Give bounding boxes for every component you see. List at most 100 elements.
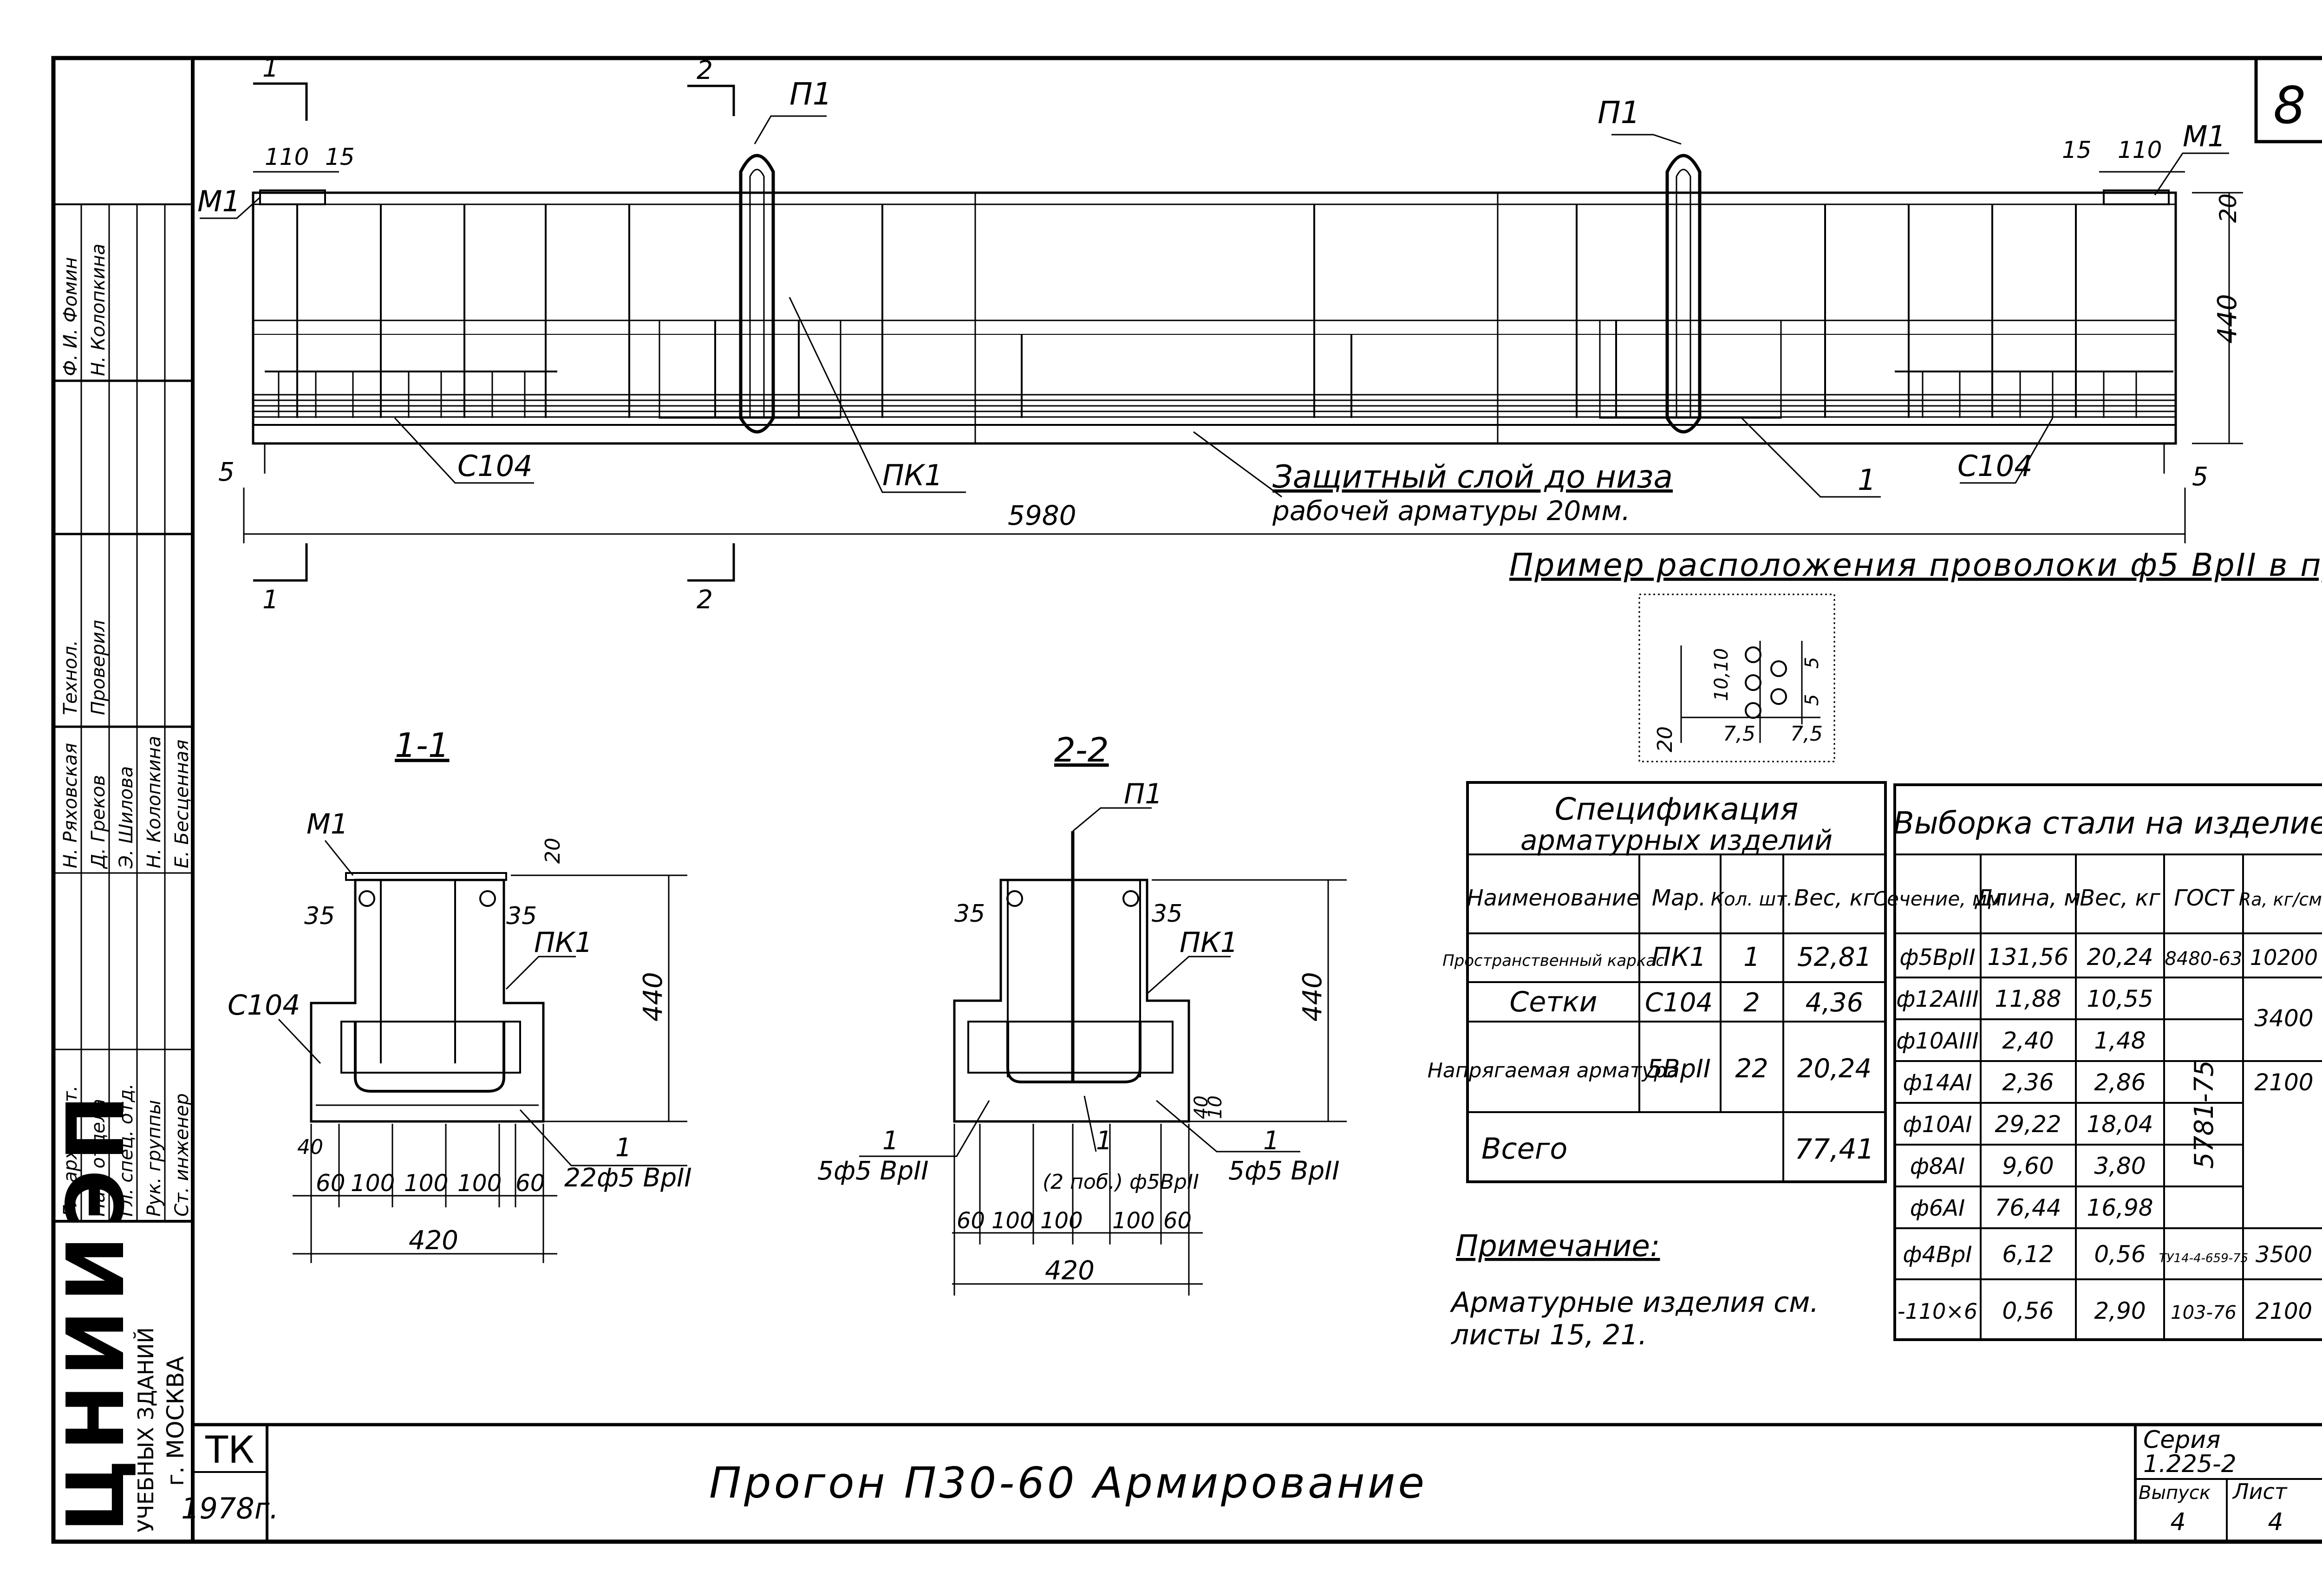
steel-header-gost: ГОСТ [2174, 885, 2235, 911]
bundle-dim-7-5a: 7,5 [1723, 722, 1755, 746]
cut1-top-label: 1 [262, 53, 279, 83]
sheet-value: 4 [2268, 1508, 2283, 1536]
spec-header-qty: Кол. шт. [1711, 889, 1793, 910]
section2-bar-mid-desc: (2 поб.) ф5ВрII [1043, 1170, 1199, 1194]
section2-dim-35-left: 35 [954, 900, 985, 928]
steel-r7-length: 76,44 [1995, 1194, 2061, 1221]
dim-right-110: 110 [2118, 137, 2162, 163]
beam-elevation [252, 154, 2177, 474]
left-stamp-text: ЦНИИЭП УЧЕБНЫХ ЗДАНИЙ г. МОСКВА Гл. арх.… [50, 244, 193, 1532]
section1-dim-b3: 100 [404, 1170, 448, 1197]
section2-dim-b1: 60 [957, 1208, 985, 1234]
section1-m1: М1 [307, 808, 348, 840]
dim-length-5980: 5980 [1008, 500, 1076, 531]
section2-dim-width: 420 [1045, 1256, 1095, 1286]
spec-r1-weight: 52,81 [1797, 942, 1872, 972]
stamp-role-3: Гл. спец. отд. [116, 1083, 137, 1217]
section2-bar-left-desc: 5ф5 ВрII [817, 1156, 929, 1186]
bar1-label: 1 [1858, 463, 1876, 497]
steel-ra-2100b: 2100 [2256, 1298, 2312, 1324]
stamp-name-1: Н. Ряховская [60, 743, 81, 868]
cut1-bottom-label: 1 [262, 585, 279, 614]
stamp-role-2: Нач. отдела [88, 1099, 109, 1217]
spec-r3-name: Напрягаемая арматура [1428, 1059, 1680, 1082]
section1-dim-40: 40 [297, 1135, 323, 1159]
section1-pk1: ПК1 [534, 926, 593, 959]
steel-r1-length: 131,56 [1988, 944, 2069, 971]
steel-r7-section: ф6АI [1910, 1195, 1965, 1221]
section2-title: 2-2 [1054, 730, 1109, 769]
steel-r5-section: ф10АI [1903, 1112, 1972, 1138]
elevation-leaders [200, 115, 2229, 498]
left-stamp [53, 203, 193, 1223]
steel-r9-weight: 2,90 [2094, 1297, 2146, 1324]
steel-ra-3500: 3500 [2256, 1242, 2312, 1268]
steel-r3-section: ф10АIII [1896, 1028, 1978, 1054]
spec-r3-qty: 22 [1735, 1054, 1768, 1084]
stamp-tech-label: Технол. [60, 640, 81, 715]
section2-dim-40: 40 [1191, 1095, 1212, 1119]
section1-dim-35-left: 35 [304, 902, 335, 930]
spec-header-weight: Вес, кг [1794, 885, 1875, 911]
bundle-dim-5a: 5 [1801, 657, 1823, 669]
spec-r2-mark: С104 [1645, 988, 1713, 1018]
dim-top-20: 20 [2215, 193, 2242, 223]
outer-frame [51, 56, 2322, 1544]
stamp-checked-label: Проверил [88, 620, 109, 715]
bundle-dim-7-5b: 7,5 [1790, 722, 1823, 746]
stamp-name-2: Д. Греков [88, 775, 109, 869]
steel-r4-section: ф14АI [1903, 1070, 1972, 1096]
note-line-1: Арматурные изделия см. [1449, 1286, 1819, 1319]
steel-r2-section: ф12АIII [1896, 986, 1978, 1012]
section1-dim-width: 420 [409, 1225, 458, 1256]
section1-dimensions [278, 840, 687, 1263]
steel-r5-weight: 18,04 [2087, 1111, 2153, 1138]
cut2-top-label: 2 [697, 55, 713, 85]
org-subtitle: УЧЕБНЫХ ЗДАНИЙ [133, 1327, 158, 1532]
spec-r2-qty: 2 [1743, 988, 1760, 1018]
section2-bar-right-desc: 5ф5 ВрII [1228, 1156, 1340, 1186]
corner-sheet-number: 8 [2273, 76, 2306, 135]
c104-right-label: С104 [1957, 449, 2033, 483]
sheet-title: Прогон П30-60 Армирование [709, 1458, 1427, 1508]
section1-bar-desc: 22ф5 ВрII [564, 1163, 692, 1192]
steel-header-ra: Ra, кг/см² [2239, 889, 2322, 910]
steel-gost-tu: ТУ14-4-659-75 [2159, 1251, 2248, 1265]
issue-label: Выпуск [2139, 1482, 2211, 1504]
section2-bar-mid-no: 1 [1096, 1126, 1112, 1155]
steel-ra-3400: 3400 [2254, 1005, 2313, 1032]
steel-r6-length: 9,60 [2002, 1153, 2054, 1179]
stamp-role-5: Ст. инженер [171, 1093, 193, 1217]
section2-p1: П1 [1124, 778, 1162, 810]
steel-r2-length: 11,88 [1995, 985, 2061, 1012]
stamp-name-4: Н. Колопкина [143, 736, 165, 868]
spec-r3-weight: 20,24 [1797, 1054, 1872, 1084]
steel-header-weight: Вес, кг [2080, 885, 2160, 911]
steel-gost-5781: 5781-75 [2189, 1060, 2219, 1169]
spec-r3-mark: 5ВрII [1647, 1054, 1711, 1083]
section2-dim-height: 440 [1298, 972, 1328, 1022]
section1-dim-35-right: 35 [506, 902, 537, 930]
bundle-dim-10-10: 10,10 [1711, 648, 1732, 701]
section2-bar-right-no: 1 [1263, 1126, 1279, 1155]
section2-dim-35-right: 35 [1152, 900, 1182, 928]
stamp-role-4: Рук. группы [143, 1100, 165, 1217]
dim-right-5: 5 [2192, 462, 2208, 491]
sheet-year: 1978г. [181, 1492, 279, 1525]
m1-left-label: М1 [197, 184, 241, 218]
steel-header-section: Сечение, мм [1873, 887, 2002, 910]
spec-title-2: арматурных изделий [1520, 824, 1833, 857]
wire-bundle-detail [1638, 593, 1835, 762]
steel-r3-weight: 1,48 [2094, 1027, 2146, 1054]
protective-layer-note-2: рабочей арматуры 20мм. [1272, 495, 1630, 527]
m1-right-label: М1 [2183, 119, 2226, 153]
spec-r1-name: Пространственный каркас [1442, 951, 1664, 970]
steel-gost-8480: 8480-63 [2165, 948, 2242, 970]
spec-r2-name: Сетки [1510, 986, 1598, 1018]
dim-height-440: 440 [2212, 294, 2243, 344]
section2-pk1: ПК1 [1180, 926, 1238, 959]
dim-left-5: 5 [218, 457, 235, 487]
spec-header-name: Наименование [1467, 885, 1640, 911]
section1-dim-b5: 60 [515, 1170, 545, 1197]
